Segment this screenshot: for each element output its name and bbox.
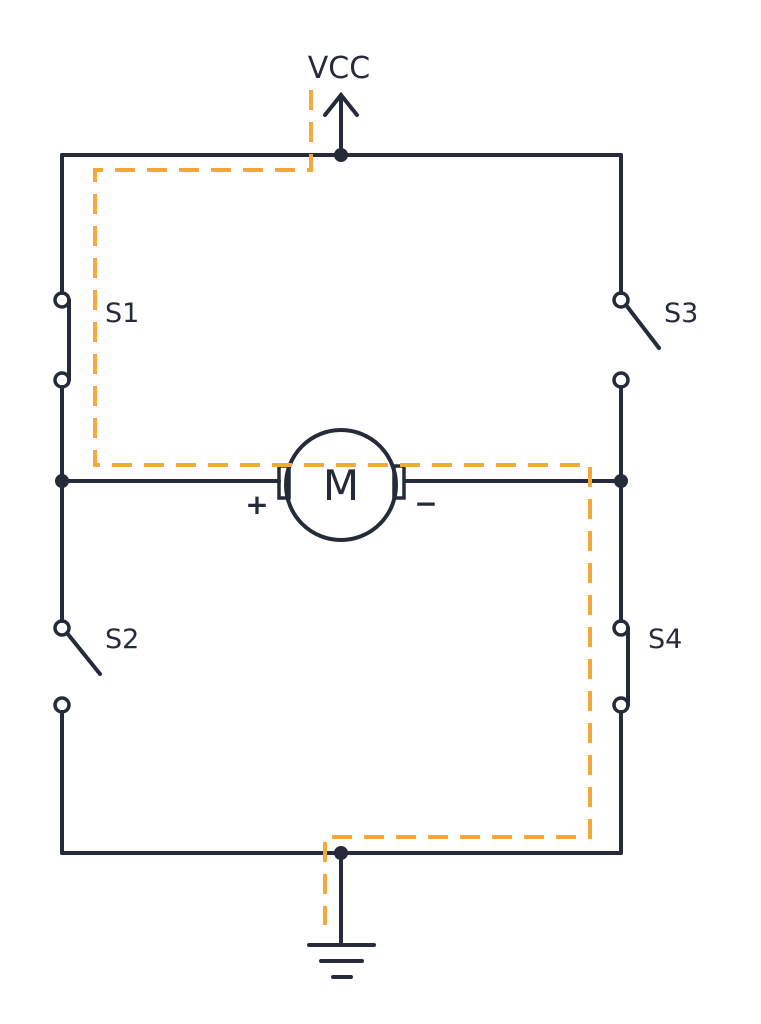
motor-brush-left — [277, 464, 291, 500]
switch-s2 — [53, 619, 102, 714]
motor-label: M — [323, 461, 359, 510]
switch-s3 — [612, 291, 661, 389]
vcc-arrow — [323, 91, 359, 157]
motor-brush-right — [392, 464, 406, 500]
motor-plus-label: + — [245, 488, 268, 521]
vcc-label: VCC — [308, 51, 370, 86]
motor-minus-label: − — [414, 487, 437, 520]
switch-s4 — [612, 619, 630, 714]
switch-s3-label: S3 — [664, 298, 698, 329]
ground-symbol — [307, 851, 376, 979]
switch-s2-label: S2 — [105, 624, 139, 655]
switch-s4-label: S4 — [648, 624, 682, 655]
switch-s1 — [53, 291, 71, 389]
junction-dot — [614, 474, 628, 488]
switch-s1-label: S1 — [105, 298, 139, 329]
junction-dot — [55, 474, 69, 488]
junction-dot — [334, 846, 348, 860]
junction-dot — [334, 148, 348, 162]
current-path — [93, 90, 592, 925]
motor-symbol — [284, 428, 398, 542]
